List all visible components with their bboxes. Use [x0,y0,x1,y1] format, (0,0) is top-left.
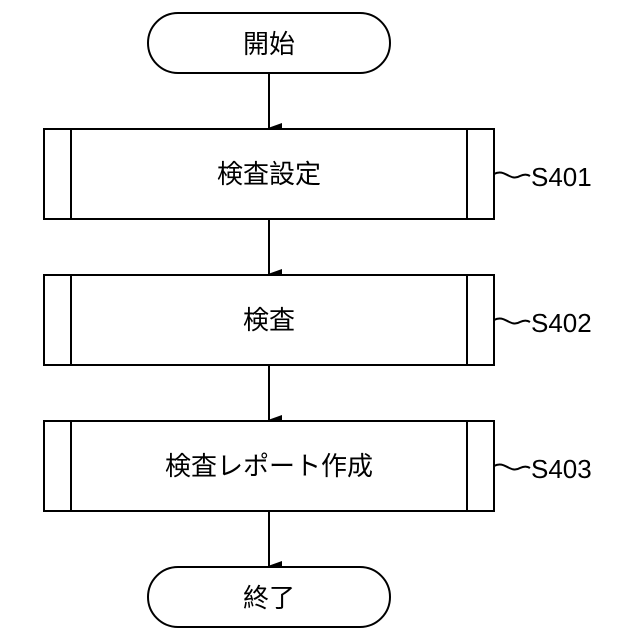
process-step-s402: 検査 [44,275,494,365]
start-terminal: 開始 [148,13,390,73]
end-terminal: 終了 [148,567,390,627]
step-ref-s402: S402 [531,308,592,338]
step-label-s403: 検査レポート作成 [165,452,373,482]
end-label: 終了 [243,584,295,614]
process-step-s401: 検査設定 [44,129,494,219]
leader-s401 [494,172,530,177]
step-ref-s403: S403 [531,454,592,484]
leader-s403 [494,464,530,469]
start-label: 開始 [243,30,295,60]
step-label-s402: 検査 [243,306,295,336]
process-step-s403: 検査レポート作成 [44,421,494,511]
step-label-s401: 検査設定 [217,160,321,190]
step-ref-s401: S401 [531,162,592,192]
leader-s402 [494,318,530,323]
